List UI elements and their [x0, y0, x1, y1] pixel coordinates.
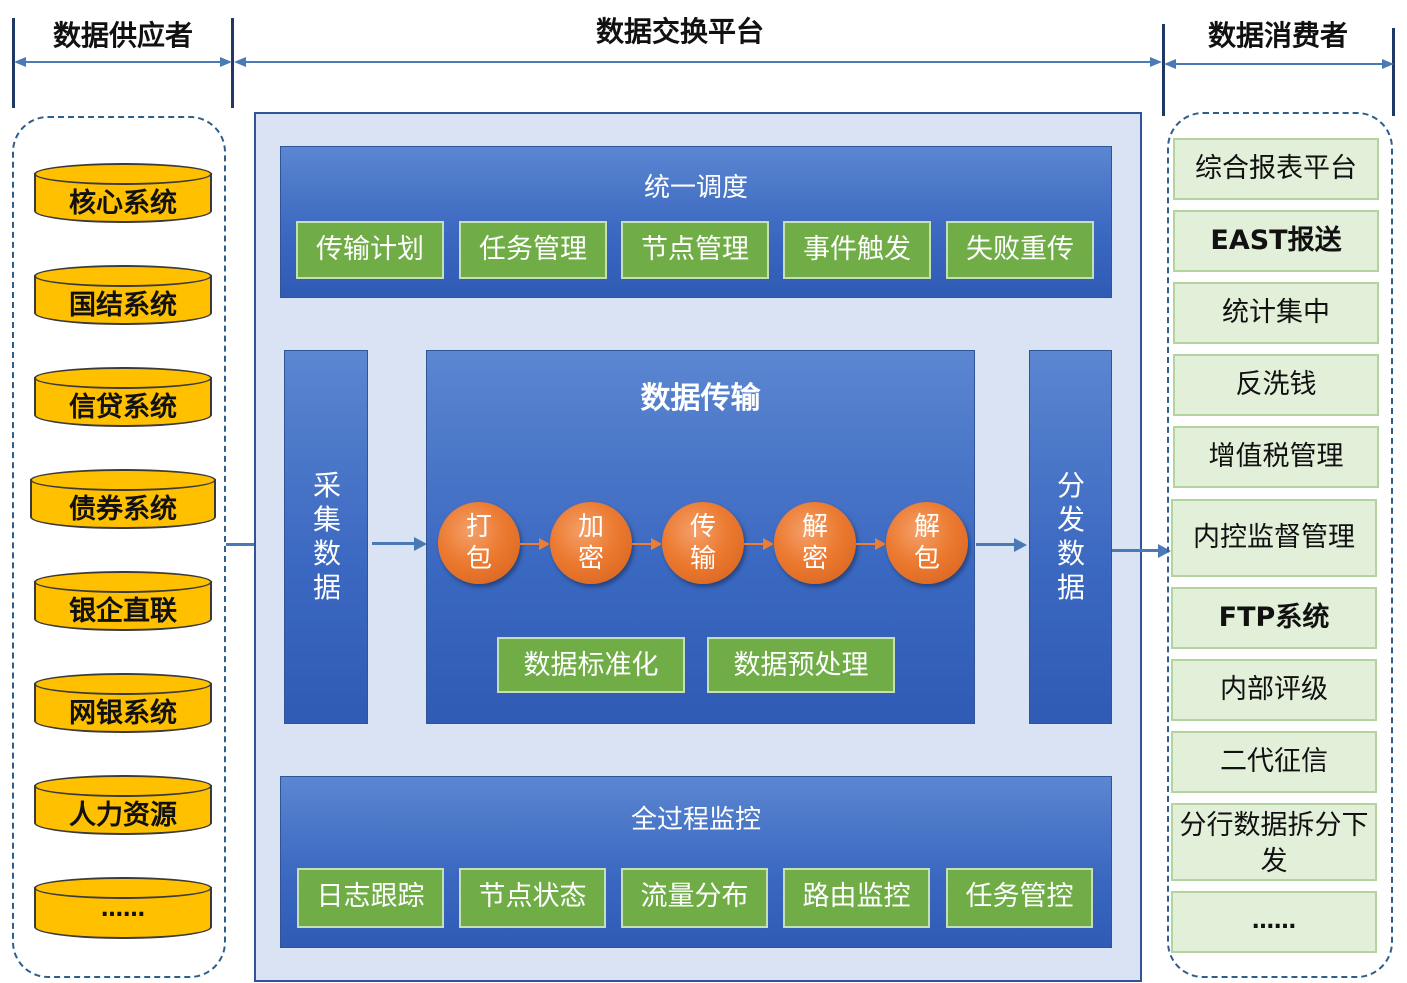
supplier-db-intl-settlement: 国结系统 — [34, 265, 212, 325]
divider-line — [231, 18, 234, 108]
consumer-report-platform: 综合报表平台 — [1173, 138, 1379, 200]
supplier-db-ebank: 网银系统 — [34, 673, 212, 733]
step-char: 打 — [465, 512, 492, 542]
supplier-label: 核心系统 — [69, 188, 177, 219]
collect-data-block: 采集数据 — [284, 350, 368, 724]
step-char: 包 — [465, 544, 492, 574]
supplier-to-collect-arrow — [226, 543, 274, 546]
step-char: 密 — [577, 544, 604, 574]
divider-line — [12, 18, 15, 108]
supplier-label: 网银系统 — [69, 698, 177, 729]
step-arrow — [520, 543, 540, 545]
step-char: 输 — [689, 544, 716, 574]
supplier-label: 国结系统 — [69, 290, 177, 321]
consumer-branch-split: 分行数据拆分下发 — [1171, 803, 1377, 881]
step-char: 传 — [689, 512, 716, 542]
consumer-vat-mgmt: 增值税管理 — [1173, 426, 1379, 488]
scheduling-title: 统一调度 — [643, 173, 748, 203]
step-char: 解 — [801, 512, 828, 542]
supplier-db-credit: 信贷系统 — [34, 367, 212, 427]
step-arrow — [632, 543, 652, 545]
transfer-to-distribute-arrow — [976, 543, 1016, 546]
consumer-panel — [1167, 112, 1393, 978]
supplier-span-arrow — [16, 61, 228, 63]
supplier-label: 人力资源 — [69, 800, 177, 831]
supplier-db-more: …… — [34, 877, 212, 939]
step-arrow — [856, 543, 876, 545]
distribute-to-consumer-arrow — [1112, 549, 1160, 552]
consumer-branch-split-label: 分行数据拆分下发 — [1179, 810, 1369, 877]
supplier-db-core: 核心系统 — [34, 163, 212, 223]
consumer-credit-reporting: 二代征信 — [1171, 731, 1377, 793]
step-char: 密 — [801, 544, 828, 574]
transfer-title: 数据传输 — [640, 381, 761, 416]
monitoring-item-routing: 路由监控 — [783, 868, 930, 928]
monitoring-item-node-status: 节点状态 — [459, 868, 606, 928]
supplier-db-bank-enterprise: 银企直联 — [34, 571, 212, 631]
platform-span-arrow — [236, 61, 1158, 63]
consumer-east: EAST报送 — [1173, 210, 1379, 272]
distribute-data-block: 分发数据 — [1029, 350, 1112, 724]
platform-header: 数据交换平台 — [595, 15, 764, 48]
supplier-label: 银企直联 — [69, 596, 177, 627]
supplier-label: …… — [101, 897, 145, 922]
monitoring-title: 全过程监控 — [630, 805, 761, 835]
step-pack: 打 包 — [438, 502, 520, 584]
step-char: 包 — [913, 544, 940, 574]
collect-data-label: 采集数据 — [312, 469, 341, 604]
scheduling-item-node-mgmt: 节点管理 — [621, 221, 769, 279]
consumer-more: …… — [1171, 891, 1377, 953]
step-decrypt: 解 密 — [774, 502, 856, 584]
consumer-internal-rating: 内部评级 — [1171, 659, 1377, 721]
collect-to-transfer-arrow — [372, 542, 416, 545]
monitoring-item-task-control: 任务管控 — [946, 868, 1093, 928]
consumer-span-arrow — [1166, 63, 1390, 65]
step-char: 加 — [577, 512, 604, 542]
supplier-label: 信贷系统 — [69, 392, 177, 423]
scheduling-item-retry: 失败重传 — [946, 221, 1094, 279]
supplier-panel — [12, 116, 226, 978]
step-char: 解 — [913, 512, 940, 542]
consumer-anti-money-laundering: 反洗钱 — [1173, 354, 1379, 416]
supplier-label: 债券系统 — [69, 494, 177, 525]
scheduling-item-transfer-plan: 传输计划 — [296, 221, 444, 279]
step-transmit: 传 输 — [662, 502, 744, 584]
consumer-stat-central: 统计集中 — [1173, 282, 1379, 344]
scheduling-item-task-mgmt: 任务管理 — [459, 221, 607, 279]
distribute-data-label: 分发数据 — [1056, 469, 1085, 604]
supplier-db-hr: 人力资源 — [34, 775, 212, 835]
divider-line — [1392, 28, 1395, 116]
monitoring-item-log-trace: 日志跟踪 — [297, 868, 444, 928]
consumer-ftp: FTP系统 — [1171, 587, 1377, 649]
monitoring-item-traffic: 流量分布 — [621, 868, 768, 928]
consumer-header: 数据消费者 — [1207, 19, 1348, 52]
scheduling-item-event-trigger: 事件触发 — [783, 221, 931, 279]
supplier-header: 数据供应者 — [52, 19, 193, 52]
step-unpack: 解 包 — [886, 502, 968, 584]
step-encrypt: 加 密 — [550, 502, 632, 584]
consumer-internal-control: 内控监督管理 — [1171, 499, 1377, 577]
supplier-db-bond: 债券系统 — [30, 469, 216, 529]
step-arrow — [744, 543, 764, 545]
data-standardization: 数据标准化 — [497, 637, 685, 693]
data-preprocessing: 数据预处理 — [707, 637, 895, 693]
divider-line — [1162, 24, 1165, 116]
